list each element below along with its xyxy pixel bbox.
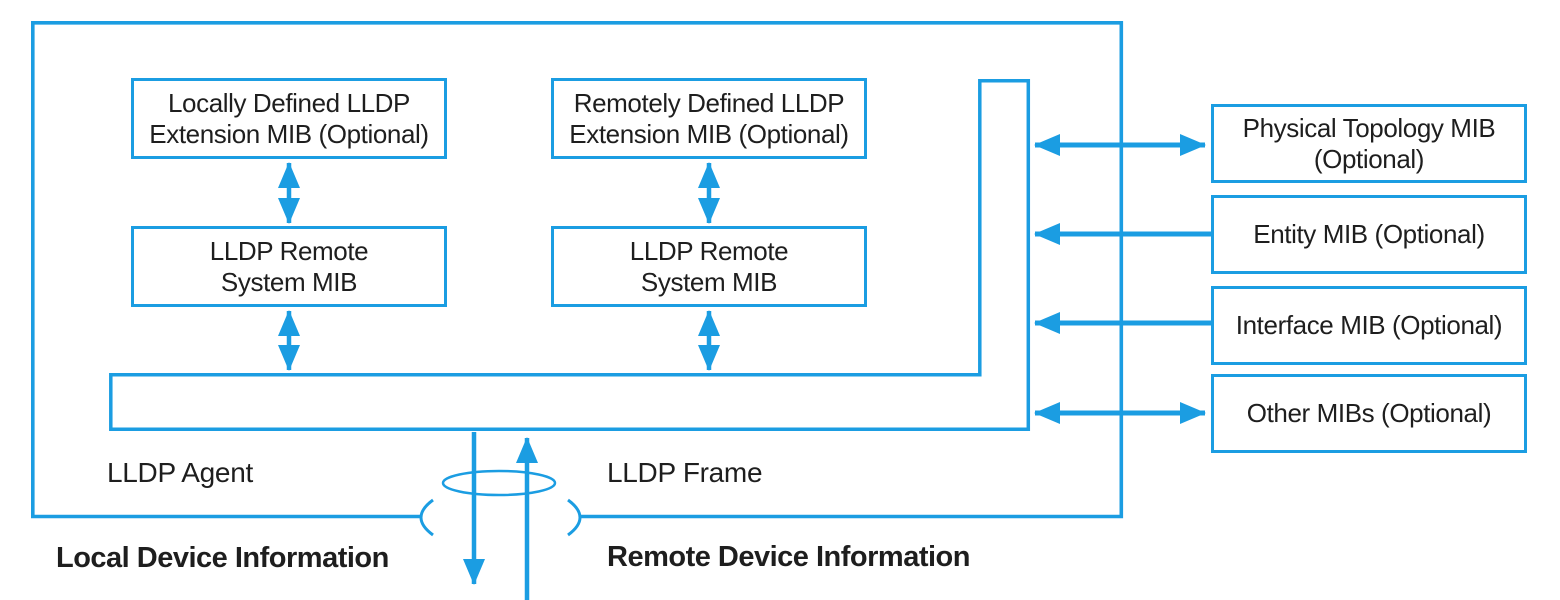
boundary-break-left bbox=[419, 498, 434, 537]
box-text-line: LLDP Remote bbox=[629, 235, 789, 266]
box-text-line: Locally Defined LLDP bbox=[167, 87, 411, 118]
box-text-line: Extension MIB (Optional) bbox=[569, 118, 849, 149]
label-remote-device-information: Remote Device Information bbox=[607, 541, 970, 573]
box-lldp-remote-system-mib-remote: LLDP Remote System MIB bbox=[551, 226, 867, 307]
box-locally-defined-extension-mib: Locally Defined LLDP Extension MIB (Opti… bbox=[131, 78, 447, 159]
box-physical-topology-mib: Physical Topology MIB (Optional) bbox=[1211, 104, 1527, 183]
box-entity-mib: Entity MIB (Optional) bbox=[1211, 195, 1527, 274]
box-text-line: LLDP Remote bbox=[209, 235, 369, 266]
network-medium-ellipse bbox=[441, 469, 557, 497]
box-text-line: Extension MIB (Optional) bbox=[149, 118, 429, 149]
box-text-line: Interface MIB (Optional) bbox=[1235, 310, 1503, 340]
label-lldp-agent: LLDP Agent bbox=[107, 457, 253, 488]
box-text-line: System MIB bbox=[640, 266, 778, 297]
outer-device-boundary bbox=[30, 21, 1124, 519]
lldp-agent-bar bbox=[109, 79, 1031, 432]
box-text-line: (Optional) bbox=[1313, 143, 1425, 174]
box-lldp-remote-system-mib-local: LLDP Remote System MIB bbox=[131, 226, 447, 307]
box-other-mibs: Other MIBs (Optional) bbox=[1211, 374, 1527, 453]
box-text-line: Entity MIB (Optional) bbox=[1253, 219, 1485, 249]
box-text-line: Other MIBs (Optional) bbox=[1246, 398, 1492, 428]
label-local-device-information: Local Device Information bbox=[56, 542, 389, 574]
boundary-break-right bbox=[567, 498, 582, 537]
box-text-line: Remotely Defined LLDP bbox=[573, 87, 845, 118]
box-remotely-defined-extension-mib: Remotely Defined LLDP Extension MIB (Opt… bbox=[551, 78, 867, 159]
box-interface-mib: Interface MIB (Optional) bbox=[1211, 286, 1527, 365]
box-text-line: System MIB bbox=[220, 266, 358, 297]
box-text-line: Physical Topology MIB bbox=[1242, 112, 1496, 143]
label-lldp-frame: LLDP Frame bbox=[607, 457, 763, 488]
